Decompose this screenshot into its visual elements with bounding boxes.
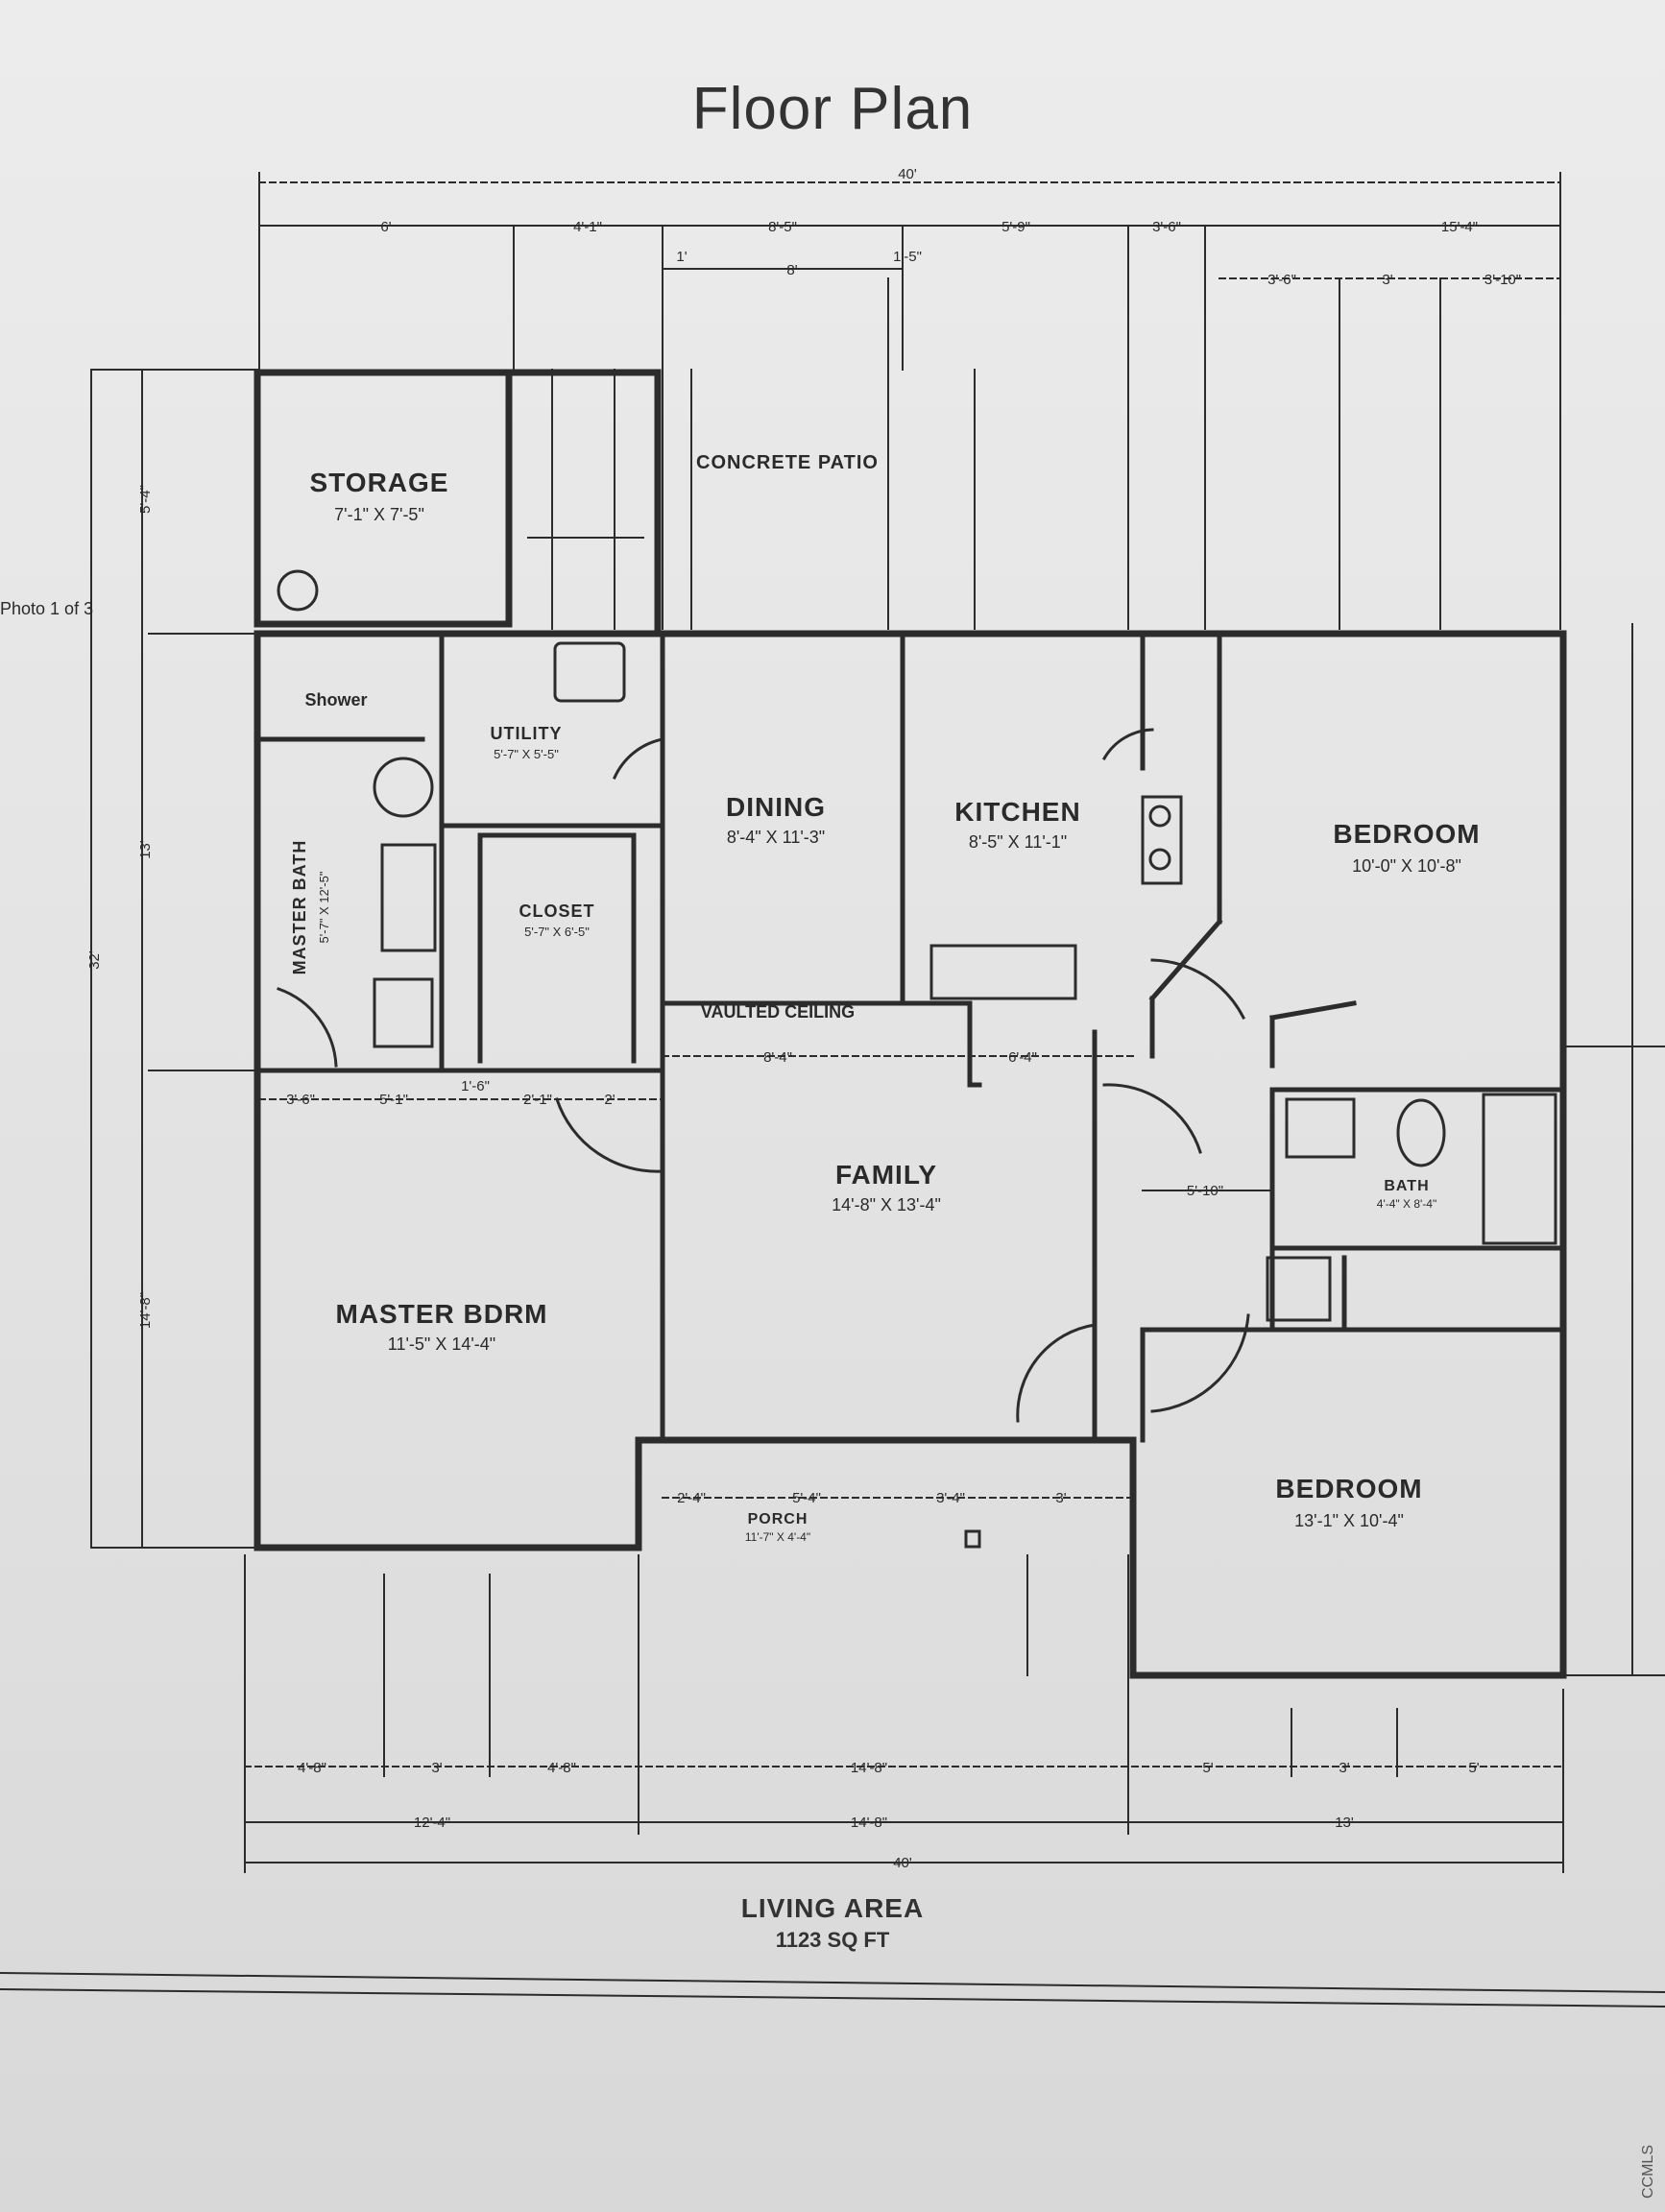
room-name-shower: Shower	[304, 690, 367, 709]
dim-mid-3: 5'-10"	[1187, 1183, 1223, 1199]
dim-porch-4: 3'	[1055, 1490, 1066, 1506]
room-name-storage: STORAGE	[310, 468, 449, 497]
left-dimension-lines	[90, 369, 260, 1549]
dim-top-1: 6'	[380, 219, 391, 235]
margin-text: Photo 1 of 3	[0, 599, 93, 618]
room-dims-bath: 4'-4" X 8'-4"	[1377, 1197, 1436, 1211]
dim-bottom1-4: 14'-8"	[851, 1760, 887, 1776]
dim-top-3: 8'-5"	[768, 219, 797, 235]
room-dims-closet: 5'-7" X 6'-5"	[524, 925, 590, 939]
dim-right-1: 3'-6"	[1267, 272, 1296, 288]
room-dims-porch: 11'-7" X 4'-4"	[745, 1530, 810, 1544]
room-name-bath: BATH	[1384, 1178, 1429, 1194]
dim-bottom2-1: 12'-4"	[414, 1815, 450, 1831]
interior-walls	[254, 631, 1566, 1443]
room-name-master-bath: MASTER BATH	[290, 840, 309, 975]
ccmls-badge: CCMLS	[1640, 2144, 1656, 2199]
vaulted-ceiling-note: VAULTED CEILING	[701, 1002, 855, 1022]
room-name-master-bdrm: MASTER BDRM	[336, 1299, 548, 1329]
room-dims-family: 14'-8" X 13'-4"	[832, 1195, 941, 1214]
dim-left-3: 14'-8"	[137, 1292, 154, 1329]
room-dims-storage: 7'-1" X 7'-5"	[334, 505, 424, 524]
plan-title: Floor Plan	[691, 76, 974, 142]
dim-bottom1-3: 4'-8"	[547, 1760, 576, 1776]
dim-top-2: 4'-1"	[573, 219, 602, 235]
dim-bottom1-1: 4'-8"	[298, 1760, 326, 1776]
dim-left-2: 13'	[137, 840, 154, 859]
room-labels: STORAGE 7'-1" X 7'-5" CONCRETE PATIO Sho…	[290, 452, 1480, 1544]
room-name-kitchen: KITCHEN	[954, 797, 1080, 827]
dimension-labels: 40' 6' 4'-1" 8'-5" 5'-9" 3'-6" 15'-4" 1'…	[86, 166, 1521, 1871]
room-name-bedroom-2: BEDROOM	[1275, 1474, 1422, 1503]
room-name-patio: CONCRETE PATIO	[696, 452, 879, 473]
dim-mid-2: 6'-4"	[1008, 1049, 1037, 1066]
dim-master-2: 5'-1"	[379, 1092, 408, 1108]
room-name-dining: DINING	[726, 792, 826, 822]
room-name-family: FAMILY	[835, 1160, 937, 1190]
dim-overall-bottom: 40'	[893, 1855, 912, 1871]
room-dims-kitchen: 8'-5" X 11'-1"	[969, 832, 1067, 852]
room-name-closet: CLOSET	[519, 902, 594, 921]
dim-porch-1: 2'-4"	[677, 1490, 706, 1506]
mid-dimension-lines	[258, 1055, 1273, 1676]
fixtures	[277, 569, 1557, 1549]
top-dimension-lines	[258, 172, 1561, 630]
dim-bottom1-5: 5'	[1202, 1760, 1213, 1776]
dim-bottom1-7: 5'	[1468, 1760, 1479, 1776]
room-dims-utility: 5'-7" X 5'-5"	[494, 747, 559, 761]
patio-details	[527, 277, 976, 630]
dim-top-6: 15'-4"	[1441, 219, 1478, 235]
room-dims-master-bdrm: 11'-5" X 14'-4"	[388, 1334, 495, 1354]
dim-master-4: 2'-1"	[523, 1092, 552, 1108]
dim-bottom1-6: 3'	[1339, 1760, 1349, 1776]
dim-porch-3: 3'-4"	[936, 1490, 965, 1506]
dim-mid-1: 8'-4"	[763, 1049, 792, 1066]
dim-bottom2-2: 14'-8"	[851, 1815, 887, 1831]
dim-patio-3: 1'-5"	[893, 249, 922, 265]
exterior-walls	[253, 369, 1567, 1679]
dim-master-3: 1'-6"	[461, 1078, 490, 1094]
dim-top-4: 5'-9"	[1001, 219, 1030, 235]
dim-patio-1: 1'	[676, 249, 687, 265]
room-dims-bedroom-1: 10'-0" X 10'-8"	[1352, 856, 1461, 876]
room-name-bedroom-1: BEDROOM	[1333, 819, 1480, 849]
dim-overall-top: 40'	[898, 166, 917, 182]
dim-bottom2-3: 13'	[1335, 1815, 1354, 1831]
room-dims-master-bath: 5'-7" X 12'-5"	[317, 871, 331, 943]
room-dims-bedroom-2: 13'-1" X 10'-4"	[1294, 1511, 1404, 1530]
dim-bottom1-2: 3'	[431, 1760, 442, 1776]
living-area: LIVING AREA 1123 SQ FT	[0, 1893, 1665, 1953]
dim-left-outer: 32'	[86, 950, 103, 970]
dim-right-2: 3'	[1382, 272, 1392, 288]
dim-right-3: 3'-10"	[1484, 272, 1521, 288]
dim-master-5: 2'	[604, 1092, 615, 1108]
room-dims-dining: 8'-4" X 11'-3"	[727, 828, 825, 847]
dim-left-1: 5'-4"	[137, 485, 154, 514]
dim-top-5: 3'-6"	[1152, 219, 1181, 235]
dim-porch-2: 5'-4"	[792, 1490, 821, 1506]
living-area-label: LIVING AREA	[740, 1893, 925, 1923]
living-area-sqft: 1123 SQ FT	[775, 1928, 890, 1952]
dim-master-1: 3'-6"	[286, 1092, 315, 1108]
dim-patio-2: 8'	[786, 262, 797, 278]
room-name-utility: UTILITY	[491, 724, 563, 743]
room-name-porch: PORCH	[748, 1511, 808, 1527]
bottom-dimension-lines	[0, 623, 1665, 2008]
